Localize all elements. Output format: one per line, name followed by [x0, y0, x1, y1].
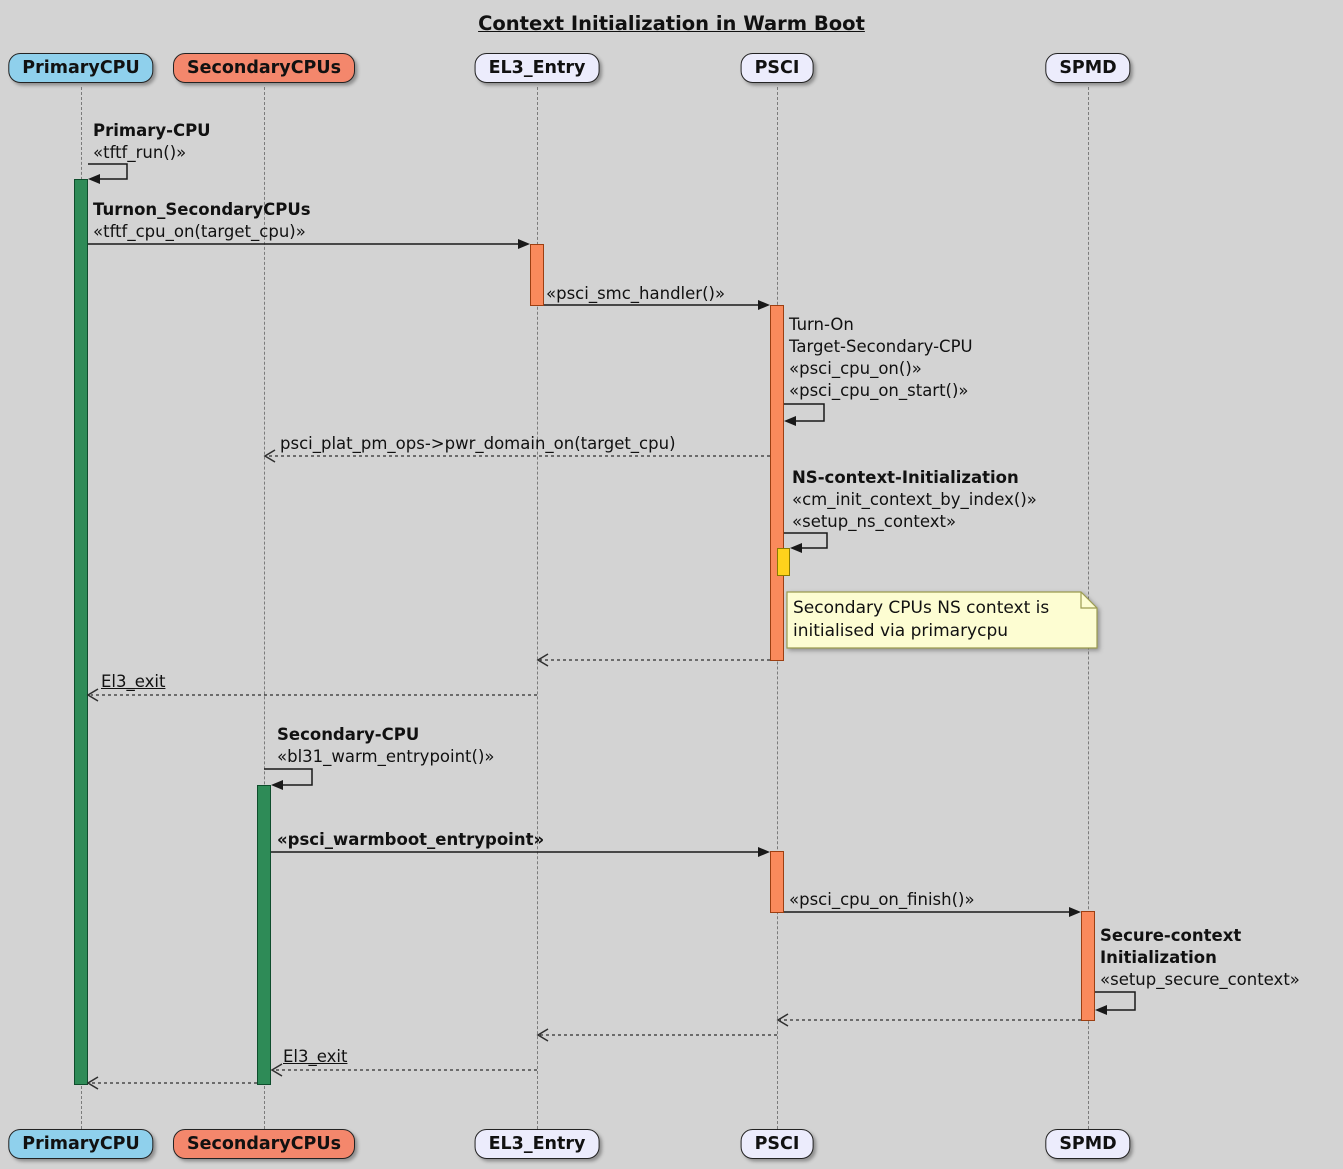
- message-label-cpu-on-finish: «psci_cpu_on_finish()»: [789, 889, 975, 911]
- message-label-ns-context: NS-context-Initialization «cm_init_conte…: [792, 467, 1037, 533]
- message-label-warmboot-entrypoint: «psci_warmboot_entrypoint»: [277, 829, 544, 851]
- note-body: [786, 591, 1098, 649]
- lifeline-el3-entry: [537, 87, 538, 1129]
- participant-psci-bottom: PSCI: [740, 1129, 814, 1159]
- note-text: Secondary CPUs NS context is initialised…: [793, 597, 1049, 643]
- message-label-tftf-run: Primary-CPU «tftf_run()»: [93, 120, 211, 164]
- self-arrow-psci-cpu-on: [784, 403, 825, 422]
- message-line: Target-Secondary-CPU: [789, 337, 973, 356]
- activation-primarycpu: [74, 179, 88, 1085]
- message-call: psci_plat_pm_ops->pwr_domain_on(target_c…: [280, 434, 676, 453]
- participant-spmd-top: SPMD: [1045, 53, 1131, 83]
- message-call: El3_exit: [101, 672, 166, 691]
- message-title: Primary-CPU: [93, 121, 211, 140]
- note-fold-corner: [1080, 592, 1097, 609]
- message-call: «bl31_warm_entrypoint()»: [277, 747, 495, 766]
- message-line: Turn-On: [789, 315, 854, 334]
- arrowhead-secondary-primary: [86, 1076, 99, 1090]
- message-call: «psci_cpu_on_start()»: [789, 381, 969, 400]
- arrowhead-warmboot-entrypoint: [758, 847, 770, 857]
- arrowhead-el3-exit-second: [270, 1063, 283, 1077]
- self-arrow-ns-context: [784, 532, 828, 549]
- arrowhead-spmd-psci: [776, 1013, 789, 1027]
- activation-el3-entry: [530, 244, 544, 306]
- note-shape: [786, 591, 1098, 649]
- activation-spmd: [1081, 911, 1095, 1021]
- message-call: «psci_warmboot_entrypoint»: [277, 830, 545, 849]
- note-line: initialised via primarycpu: [793, 621, 1009, 641]
- arrowhead-warm-entrypoint: [271, 780, 283, 790]
- message-title: Turnon_SecondaryCPUs: [93, 200, 311, 219]
- self-arrow-secure-context: [1095, 991, 1136, 1011]
- message-call: «cm_init_context_by_index()»: [792, 490, 1037, 509]
- note-line: Secondary CPUs NS context is: [793, 598, 1050, 618]
- activation-psci-nested: [777, 548, 790, 576]
- arrowhead-psci-el3-second: [536, 1028, 549, 1042]
- message-label-secure-context: Secure-context Initialization «setup_sec…: [1100, 925, 1300, 991]
- message-label-turn-on-target: Turn-On Target-Secondary-CPU «psci_cpu_o…: [789, 314, 973, 402]
- message-call: «psci_smc_handler()»: [546, 284, 726, 303]
- arrowhead-cpu-on-finish: [1069, 907, 1081, 917]
- arrowhead-psci-smc-handler: [758, 300, 770, 310]
- message-call: «setup_ns_context»: [792, 512, 957, 531]
- arrowhead-el3-exit-first: [86, 688, 99, 702]
- participant-primarycpu-top: PrimaryCPU: [8, 53, 154, 83]
- message-title: Initialization: [1100, 948, 1217, 967]
- participant-secondarycpus-top: SecondaryCPUs: [173, 53, 355, 83]
- message-title: Secure-context: [1100, 926, 1242, 945]
- activation-secondarycpus: [257, 785, 271, 1085]
- message-label-smc-handler: «psci_smc_handler()»: [546, 283, 725, 305]
- arrowhead-secure-context: [1095, 1005, 1107, 1015]
- arrowhead-pwr-domain-on: [263, 449, 276, 463]
- participant-spmd-bottom: SPMD: [1045, 1129, 1131, 1159]
- message-call: «setup_secure_context»: [1100, 970, 1300, 989]
- message-call: «psci_cpu_on_finish()»: [789, 890, 975, 909]
- arrowhead-ns-context: [790, 543, 802, 553]
- participant-el3-entry-top: EL3_Entry: [474, 53, 600, 83]
- message-call: «tftf_run()»: [93, 143, 187, 162]
- arrowhead-psci-el3: [536, 653, 549, 667]
- participant-psci-top: PSCI: [740, 53, 814, 83]
- participant-secondarycpus-bottom: SecondaryCPUs: [173, 1129, 355, 1159]
- arrowhead-psci-cpu-on: [784, 416, 796, 426]
- message-label-secondary-warm-entry: Secondary-CPU «bl31_warm_entrypoint()»: [277, 724, 495, 768]
- participant-primarycpu-bottom: PrimaryCPU: [8, 1129, 154, 1159]
- arrowhead-tftf-cpu-on: [518, 239, 530, 249]
- message-label-turnon-secondary: Turnon_SecondaryCPUs «tftf_cpu_on(target…: [93, 199, 311, 243]
- message-title: Secondary-CPU: [277, 725, 420, 744]
- self-arrow-warm-entrypoint: [264, 768, 313, 786]
- participant-el3-entry-bottom: EL3_Entry: [474, 1129, 600, 1159]
- message-label-el3-exit-first: El3_exit: [101, 671, 165, 693]
- message-call: El3_exit: [283, 1047, 348, 1066]
- message-title: NS-context-Initialization: [792, 468, 1019, 487]
- message-call: «tftf_cpu_on(target_cpu)»: [93, 222, 306, 241]
- message-label-pwr-domain-on: psci_plat_pm_ops->pwr_domain_on(target_c…: [280, 433, 676, 455]
- arrowhead-tftf-run: [88, 174, 100, 184]
- self-arrow-tftf-run: [88, 163, 128, 180]
- message-label-el3-exit-second: El3_exit: [283, 1046, 347, 1068]
- activation-psci-second: [770, 851, 784, 913]
- lifeline-secondarycpus: [264, 87, 265, 1129]
- diagram-title: Context Initialization in Warm Boot: [478, 12, 865, 35]
- message-call: «psci_cpu_on()»: [789, 359, 922, 378]
